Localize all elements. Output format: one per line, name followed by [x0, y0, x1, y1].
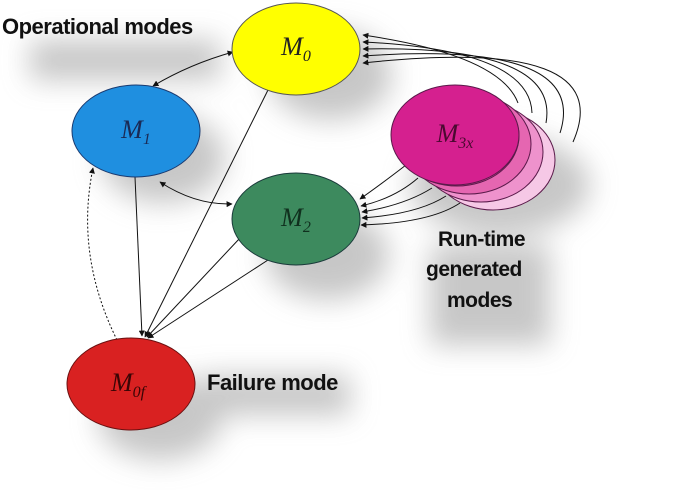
edge-m3x-m0-d: [362, 52, 564, 134]
edge-m2-m0f-2: [147, 259, 269, 339]
node-m1: M1: [71, 84, 201, 178]
node-m0f-base: M: [110, 368, 134, 397]
edge-m3x-m2-a: [359, 164, 407, 200]
edge-m0-m1: [152, 50, 234, 87]
operational-modes-label: Operational modes: [2, 14, 193, 39]
node-m1-sub: 1: [143, 131, 151, 148]
edge-m3x-m0-c: [362, 45, 548, 124]
edge-m0f-m1-dotted: [87, 167, 118, 341]
node-m3x-sub: 3x: [457, 135, 473, 152]
edge-m3x-m0-b: [362, 39, 533, 114]
node-m0-sub: 0: [303, 48, 311, 65]
edge-m3x-m2-b: [360, 177, 419, 208]
edge-m3x-m2-d: [361, 195, 447, 221]
node-m3x: M3x: [390, 84, 520, 186]
edge-m3x-m0-e: [362, 56, 581, 143]
node-m0f-sub: 0f: [133, 384, 148, 401]
svg-text:M0f: M0f: [110, 368, 148, 401]
edge-m3x-m2-c: [361, 187, 433, 215]
runtime-label-line3: modes: [447, 289, 513, 312]
runtime-label-line1: Run-time: [438, 228, 526, 251]
failure-mode-label: Failure mode: [207, 370, 338, 395]
edges: [87, 32, 581, 341]
svg-text:M2: M2: [280, 203, 311, 236]
node-m1-base: M: [120, 115, 144, 144]
node-m2-base: M: [280, 203, 304, 232]
node-m3x-base: M: [436, 119, 460, 148]
svg-text:M1: M1: [120, 115, 151, 148]
edge-m2-m0f: [146, 237, 241, 338]
edge-m3x-m2-e: [360, 202, 461, 228]
edge-m1-m0f: [134, 176, 145, 337]
node-m2: M2: [231, 172, 361, 266]
node-m2-sub: 2: [303, 219, 311, 236]
edge-m3x-m0-a: [362, 32, 519, 104]
node-m0: M0: [231, 2, 361, 96]
edge-m1-m2: [159, 181, 233, 208]
runtime-label-line2: generated: [426, 258, 522, 281]
svg-text:M3x: M3x: [436, 119, 474, 152]
node-m0-base: M: [280, 32, 304, 61]
node-m0f: M0f: [66, 337, 196, 431]
svg-text:M0: M0: [280, 32, 311, 65]
edge-m0-m0f: [144, 89, 269, 338]
